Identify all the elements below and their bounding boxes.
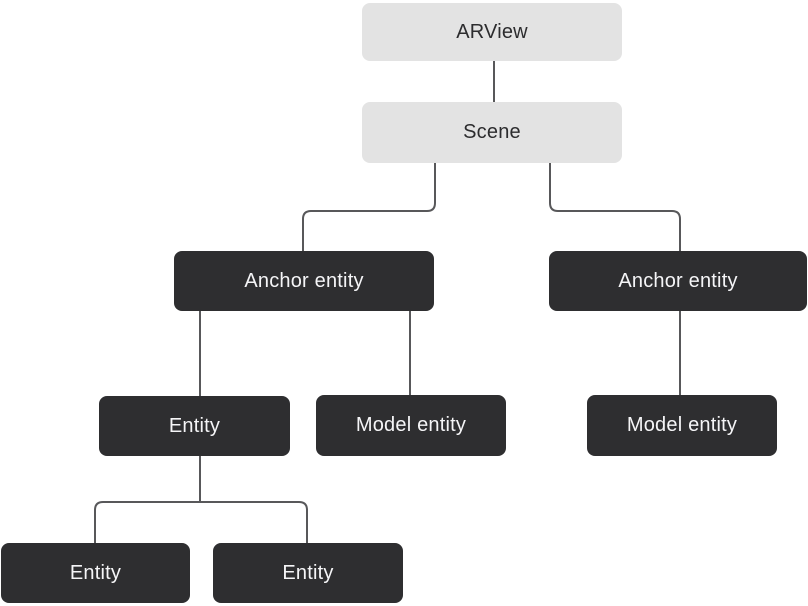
node-entity-bottom-right: Entity (213, 543, 403, 603)
node-anchor-entity-right-label: Anchor entity (618, 269, 738, 292)
node-scene: Scene (362, 102, 622, 163)
node-scene-label: Scene (463, 121, 521, 143)
node-arview-label: ARView (456, 20, 528, 43)
node-entity-mid-label: Entity (168, 414, 221, 437)
node-model-entity-right: Model entity (587, 395, 777, 456)
node-model-entity-left-label: Model entity (355, 414, 467, 436)
node-entity-mid: Entity (99, 396, 290, 456)
node-entity-bottom-left: Entity (1, 543, 190, 603)
node-anchor-entity-left-label: Anchor entity (244, 269, 364, 292)
connector-entity-children (94, 501, 308, 543)
node-model-entity-left: Model entity (316, 395, 506, 456)
connector-scene-anchor-right (549, 163, 681, 251)
node-anchor-entity-right: Anchor entity (549, 251, 807, 311)
connector-scene-anchor-left (302, 163, 436, 251)
node-model-entity-right-label: Model entity (626, 414, 738, 436)
node-entity-bottom-left-label: Entity (69, 561, 122, 584)
node-entity-bottom-right-label: Entity (282, 561, 334, 584)
node-arview: ARView (362, 3, 622, 61)
node-anchor-entity-left: Anchor entity (174, 251, 434, 311)
